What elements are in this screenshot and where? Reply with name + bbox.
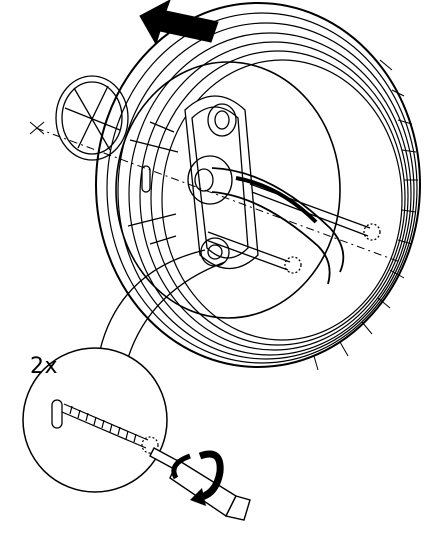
screwdriver-icon (149, 447, 251, 521)
background-lamp-outline (55, 75, 129, 161)
screw-icon (205, 183, 381, 274)
screw-icon (61, 403, 159, 454)
cable (211, 167, 345, 285)
axis-line (29, 121, 401, 263)
mounting-plate (127, 95, 259, 269)
keyhole-slot (51, 399, 63, 429)
lamp-housing (95, 2, 421, 371)
callout-connector (99, 249, 226, 359)
rotate-clockwise-icon (171, 450, 224, 506)
quantity-label: 2x (30, 354, 59, 379)
